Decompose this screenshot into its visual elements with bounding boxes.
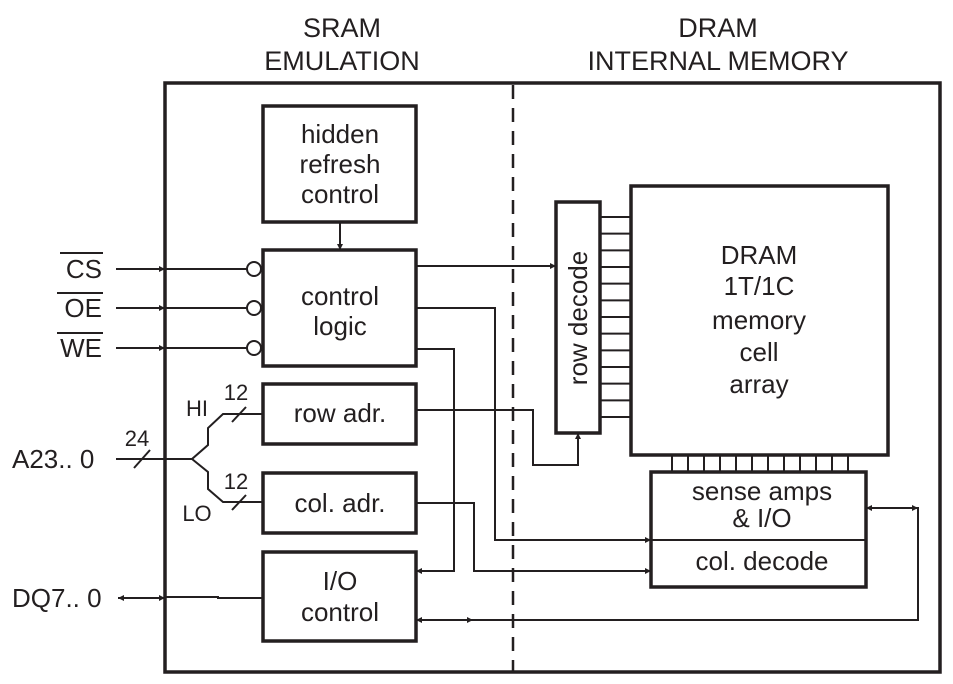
column-lines [671, 455, 849, 472]
block-label: hidden [301, 119, 379, 149]
pin-label: OE [64, 293, 102, 323]
wire-control-to-io [416, 348, 455, 574]
section-header-sram: SRAM EMULATION [264, 13, 420, 76]
pin-we: WE [57, 332, 103, 363]
dram-array-block: DRAM 1T/1C memory cell array [629, 184, 890, 457]
row-address-block: row adr. [261, 382, 418, 446]
address-split [190, 413, 263, 503]
block-label: 1T/1C [724, 271, 795, 301]
column-decode-label: col. decode [696, 546, 829, 576]
block-label: & I/O [732, 503, 791, 533]
block-label: logic [313, 311, 366, 341]
bus-slash-hi [231, 406, 247, 423]
pin-cs: CS [60, 252, 103, 284]
inversion-bubble-oe [246, 300, 262, 316]
wire-control-to-senseamps [416, 307, 651, 543]
pin-address: A23.. 0 [12, 444, 94, 474]
bus-width-lo: 12 [224, 469, 248, 494]
sense-amps-block: sense amps & I/O col. decode [649, 470, 868, 589]
block-label: refresh [300, 149, 381, 179]
block-label: col. adr. [294, 488, 385, 518]
bus-label-lo: LO [182, 501, 211, 526]
bus-slash-24 [133, 449, 151, 469]
hidden-refresh-control-block: hidden refresh control [261, 104, 418, 224]
block-label: array [729, 369, 788, 399]
row-decode-block: row decode [554, 200, 602, 435]
bus-slash-lo [231, 494, 247, 511]
header-line: SRAM [303, 13, 381, 43]
wire-rowadr-to-rowdecode [416, 409, 581, 466]
block-label: I/O [323, 566, 358, 596]
column-address-block: col. adr. [261, 471, 418, 535]
bus-width-address: 24 [125, 426, 149, 451]
control-logic-block: control logic [261, 248, 418, 368]
block-label: memory [712, 305, 806, 335]
header-line: INTERNAL MEMORY [587, 46, 848, 76]
io-control-block: I/O control [261, 550, 418, 643]
header-line: EMULATION [264, 46, 420, 76]
row-decode-lines [600, 216, 631, 418]
block-label: row adr. [294, 398, 387, 428]
inversion-bubble-we [246, 340, 262, 356]
chip-boundary [163, 81, 942, 674]
block-label: cell [739, 337, 778, 367]
block-label: control [301, 597, 379, 627]
wire-coladr-to-coldecode [416, 502, 651, 574]
inversion-bubble-cs [246, 261, 262, 277]
block-label: sense amps [692, 476, 832, 506]
block-label: DRAM [721, 240, 798, 270]
data-bus-internal [165, 596, 263, 599]
block-label: control [301, 179, 379, 209]
block-label: control [301, 281, 379, 311]
bus-label-hi: HI [186, 396, 208, 421]
pin-oe: OE [57, 292, 103, 323]
pin-label: CS [66, 254, 102, 284]
bus-width-hi: 12 [224, 380, 248, 405]
pin-label: WE [60, 333, 102, 363]
section-header-dram: DRAM INTERNAL MEMORY [587, 13, 848, 76]
header-line: DRAM [678, 13, 758, 43]
pin-data: DQ7.. 0 [12, 583, 102, 613]
block-label: row decode [563, 251, 593, 385]
